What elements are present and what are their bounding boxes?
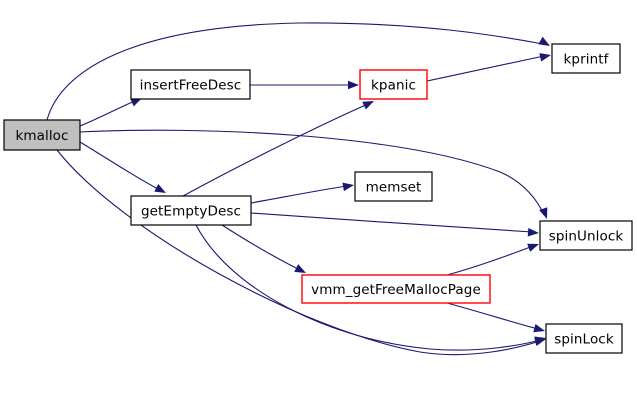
node-kmalloc[interactable]: kmalloc bbox=[3, 119, 81, 151]
edge-line bbox=[446, 302, 539, 330]
edge-getEmptyDesc-to-kpanic bbox=[182, 101, 374, 197]
arrow-head bbox=[130, 98, 142, 107]
node-spinLock[interactable]: spinLock bbox=[545, 323, 623, 354]
edge-line bbox=[426, 55, 545, 82]
edge-line bbox=[446, 245, 534, 276]
edge-line bbox=[56, 149, 541, 356]
edge-kmalloc-to-insertFreeDesc bbox=[79, 98, 142, 127]
node-box-kmalloc[interactable] bbox=[3, 119, 81, 151]
node-label-spinLock: spinLock bbox=[554, 332, 614, 348]
arrow-head bbox=[294, 264, 306, 273]
node-box-spinUnlock[interactable] bbox=[539, 220, 633, 251]
edge-vmm_getFreeMallocPage-to-spinLock bbox=[446, 302, 545, 333]
node-memset[interactable]: memset bbox=[354, 171, 433, 202]
node-label-insertFreeDesc: insertFreeDesc bbox=[140, 78, 242, 94]
node-box-getEmptyDesc[interactable] bbox=[130, 195, 252, 226]
node-vmm_getFreeMallocPage[interactable]: vmm_getFreeMallocPage bbox=[301, 274, 491, 304]
edge-line bbox=[250, 185, 348, 204]
arrow-head bbox=[538, 36, 550, 46]
node-box-kprintf[interactable] bbox=[551, 43, 621, 74]
node-label-kmalloc: kmalloc bbox=[15, 128, 68, 144]
node-getEmptyDesc[interactable]: getEmptyDesc bbox=[130, 195, 252, 226]
edge-line bbox=[182, 103, 369, 197]
arrow-head bbox=[342, 182, 354, 192]
edge-line bbox=[79, 99, 138, 127]
edge-getEmptyDesc-to-memset bbox=[250, 182, 354, 204]
edge-insertFreeDesc-to-kpanic bbox=[250, 80, 359, 90]
node-box-memset[interactable] bbox=[354, 171, 433, 202]
node-kpanic[interactable]: kpanic bbox=[359, 69, 428, 100]
edge-line bbox=[79, 129, 545, 216]
arrow-head bbox=[534, 336, 546, 345]
node-label-spinUnlock: spinUnlock bbox=[549, 229, 624, 245]
node-label-vmm_getFreeMallocPage: vmm_getFreeMallocPage bbox=[311, 282, 481, 298]
node-label-getEmptyDesc: getEmptyDesc bbox=[141, 204, 241, 220]
edge-line bbox=[79, 141, 161, 191]
edge-getEmptyDesc-to-vmm_getFreeMallocPage bbox=[221, 224, 306, 273]
edge-line bbox=[195, 224, 541, 351]
edge-getEmptyDesc-to-spinLock bbox=[195, 224, 546, 351]
edge-getEmptyDesc-to-spinUnlock bbox=[250, 212, 539, 237]
node-label-kpanic: kpanic bbox=[371, 78, 416, 94]
arrow-head bbox=[154, 184, 166, 193]
node-kprintf[interactable]: kprintf bbox=[551, 43, 621, 74]
node-insertFreeDesc[interactable]: insertFreeDesc bbox=[130, 69, 251, 100]
arrow-head bbox=[539, 53, 551, 62]
node-spinUnlock[interactable]: spinUnlock bbox=[539, 220, 633, 251]
arrow-head bbox=[348, 80, 359, 90]
arrow-head bbox=[527, 243, 539, 252]
node-layer: kmalloc insertFreeDesc kpanic kprintf getEmp… bbox=[3, 43, 633, 354]
edge-kmalloc-to-spinUnlock bbox=[79, 129, 548, 219]
node-box-kpanic[interactable] bbox=[359, 69, 428, 100]
edge-line bbox=[250, 212, 533, 233]
arrow-head bbox=[533, 323, 545, 333]
edge-kpanic-to-kprintf bbox=[426, 53, 551, 82]
node-box-insertFreeDesc[interactable] bbox=[130, 69, 251, 100]
node-box-spinLock[interactable] bbox=[545, 323, 623, 354]
edge-kmalloc-to-spinLock bbox=[56, 149, 546, 356]
edge-layer bbox=[46, 22, 551, 356]
edge-line bbox=[221, 224, 301, 271]
node-label-kprintf: kprintf bbox=[564, 52, 610, 68]
edge-kmalloc-to-getEmptyDesc bbox=[79, 141, 166, 193]
arrow-head bbox=[539, 207, 548, 219]
edge-kmalloc-to-kprintf bbox=[46, 22, 550, 121]
edge-vmm_getFreeMallocPage-to-spinUnlock bbox=[446, 243, 539, 276]
node-box-vmm_getFreeMallocPage[interactable] bbox=[301, 274, 491, 304]
edge-line bbox=[46, 22, 544, 121]
arrow-head bbox=[362, 101, 374, 110]
arrow-head bbox=[527, 227, 539, 237]
node-label-memset: memset bbox=[366, 180, 422, 196]
